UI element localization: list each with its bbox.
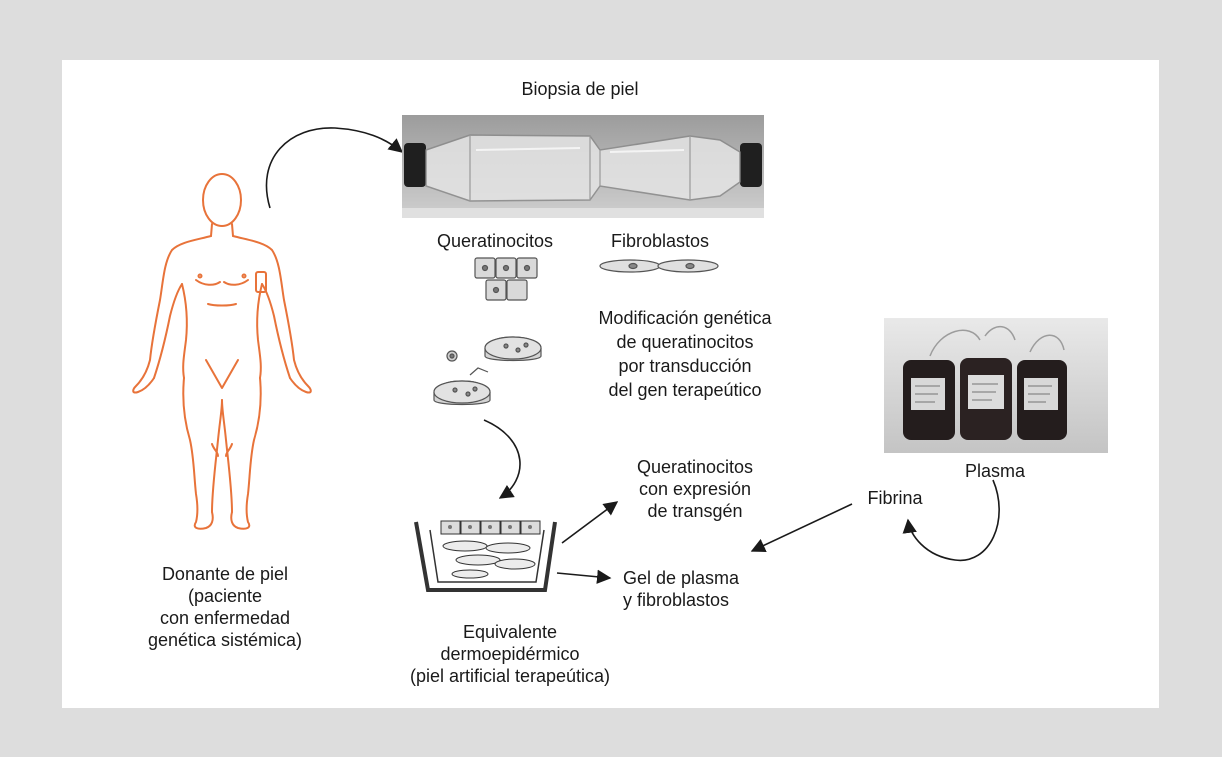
equivalent-line-1: Equivalente [462,622,558,642]
genetic-modification-line-4: del gen terapeútico [608,380,762,400]
genetic-modification-line-3: por transducción [618,356,752,376]
equivalent-line-3: (piel artificial terapeútica) [409,666,611,686]
plasma-gel-line-2: y fibroblastos [623,590,730,610]
plasma-gel-line-1: Gel de plasma [623,568,740,588]
plasma-label: Plasma [964,461,1026,481]
keratinocytes-label: Queratinocitos [436,231,554,251]
equivalent-label: Equivalente dermoepidérmico (piel artifi… [400,621,620,687]
biopsy-label: Biopsia de piel [521,79,639,99]
donor-line-4: genética sistémica) [147,630,303,650]
keratinocyte-cells-icon [474,257,538,301]
petri-dish-icon [433,336,542,406]
equivalent-line-2: dermoepidérmico [440,644,580,664]
keratinocytes-transgene-line-2: con expresión [638,479,752,499]
donor-line-3: con enfermedad [159,608,291,628]
keratinocytes-transgene-line-3: de transgén [647,501,743,521]
skin-equivalent-icon [414,520,557,592]
arrow-petri-to-equivalent [483,419,521,499]
plasma-gel-label: Gel de plasma y fibroblastos [623,567,783,611]
arrow-to-keratinocytes-transgene [561,501,619,544]
plasma-bags-photo [884,318,1108,453]
donor-label: Donante de piel (paciente con enfermedad… [130,563,320,651]
donor-line-1: Donante de piel [161,564,289,584]
fibroblast-cells-icon [599,259,719,273]
culture-flask-photo [402,115,764,218]
donor-body-icon [132,173,312,530]
keratinocytes-transgene-line-1: Queratinocitos [636,457,754,477]
genetic-modification-line-1: Modificación genética [598,308,772,328]
arrow-fibrin-to-gel [750,503,853,553]
donor-line-2: (paciente [187,586,263,606]
keratinocytes-transgene-label: Queratinocitos con expresión de transgén [600,456,790,522]
arrow-plasma-to-fibrin [902,479,1000,562]
genetic-modification-line-2: de queratinocitos [616,332,754,352]
genetic-modification-label: Modificación genética de queratinocitos … [565,306,805,402]
fibroblasts-label: Fibroblastos [610,231,710,251]
fibrin-label: Fibrina [867,488,923,508]
arrow-donor-to-biopsy [265,127,404,209]
arrow-to-plasma-gel [556,569,612,584]
